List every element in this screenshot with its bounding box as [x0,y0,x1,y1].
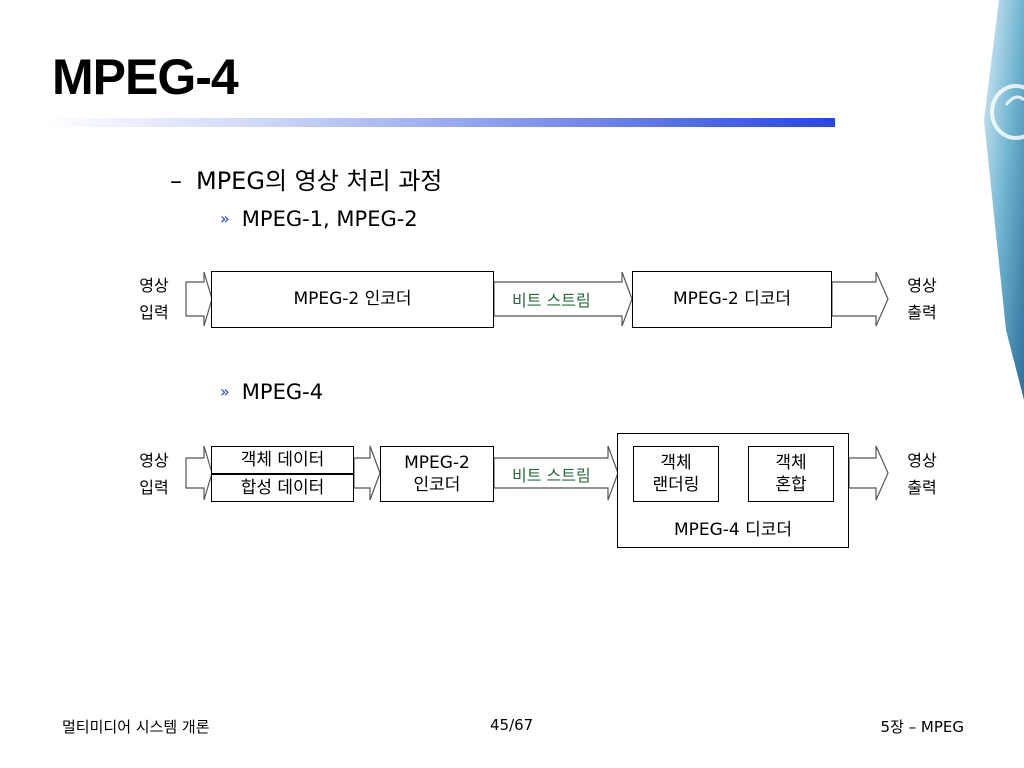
footer-page-number: 45/67 [490,716,534,734]
sub-bullet-mpeg4-text: MPEG-4 [241,380,324,404]
bitstream-arrow-1 [493,271,633,327]
mpeg4-decoder-label: MPEG-4 디코더 [673,519,793,540]
raquo-marker: » [220,382,230,401]
object-data-box: 객체 데이터 [211,446,354,474]
bitstream-label-2: 비트 스트림 [512,466,591,485]
sub-bullet-mpeg12: » MPEG-1, MPEG-2 [220,207,418,231]
input-arrow-2 [185,445,213,501]
dash-marker: – [170,167,182,195]
sub-bullet-mpeg4: » MPEG-4 [220,380,323,404]
bitstream-label-1: 비트 스트림 [512,291,591,310]
bullet-main: –MPEG의 영상 처리 과정 [170,161,442,196]
bullet-main-text: MPEG의 영상 처리 과정 [196,167,443,195]
slide-title: MPEG-4 [52,49,239,105]
merge-arrow-2 [353,445,381,501]
synthetic-data-box: 합성 데이터 [211,474,354,502]
footer-chapter: 5장 – MPEG [880,718,964,736]
footer-course-title: 멀티미디어 시스템 개론 [62,718,210,736]
corner-decoration [984,0,1024,400]
bitstream-arrow-2 [493,445,619,501]
input-arrow-1 [185,271,213,327]
output-arrow-1 [831,271,889,327]
title-underline [44,118,835,127]
mpeg2-encoder-box: MPEG-2 인코더 [211,271,494,328]
sub-bullet-mpeg12-text: MPEG-1, MPEG-2 [241,207,418,231]
raquo-marker: » [220,209,230,228]
output-arrow-2 [848,445,889,501]
mpeg2-decoder-box: MPEG-2 디코더 [632,271,832,328]
